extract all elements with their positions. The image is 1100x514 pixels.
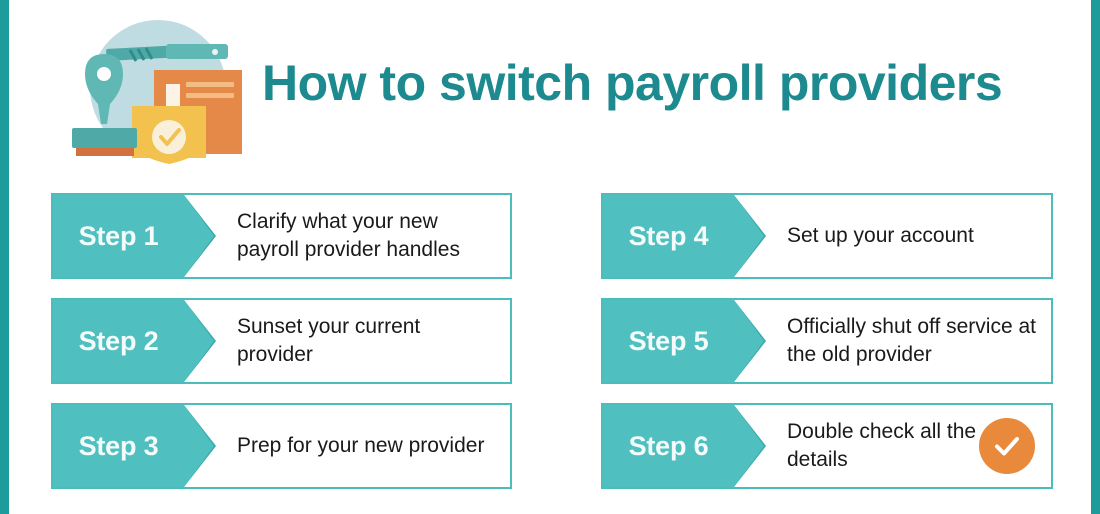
step-card-6[interactable]: Step 6 Double check all the details <box>601 403 1053 489</box>
step-card-1[interactable]: Step 1 Clarify what your new payroll pro… <box>51 193 512 279</box>
steps-grid: Step 1 Clarify what your new payroll pro… <box>51 193 1053 489</box>
left-accent-bar <box>0 0 9 514</box>
step-description: Set up your account <box>787 224 974 248</box>
step-description: Sunset your current provider <box>237 315 421 366</box>
step-body-3: Prep for your new provider <box>184 405 510 487</box>
step-description: Double check all the details <box>787 420 977 471</box>
step-body-6: Double check all the details <box>734 405 1051 487</box>
step-description: Clarify what your new payroll provider h… <box>237 210 460 261</box>
header: How to switch payroll providers <box>40 8 1060 178</box>
step-description: Officially shut off service at the old p… <box>787 315 1036 366</box>
step-tag-label: Step 2 <box>78 325 159 356</box>
step-tag-label: Step 1 <box>78 220 159 251</box>
step-body-4: Set up your account <box>734 195 1051 277</box>
step-body-1: Clarify what your new payroll provider h… <box>184 195 510 277</box>
step-tag-3: Step 3 <box>53 405 184 487</box>
step-tag-4: Step 4 <box>603 195 734 277</box>
step-tag-label: Step 3 <box>78 430 159 461</box>
step-tag-label: Step 6 <box>628 430 709 461</box>
step-tag-6: Step 6 <box>603 405 734 487</box>
page-title: How to switch payroll providers <box>262 55 1003 111</box>
step-tag-1: Step 1 <box>53 195 184 277</box>
step-card-2[interactable]: Step 2 Sunset your current provider <box>51 298 512 384</box>
step-tag-label: Step 4 <box>628 220 709 251</box>
step-description: Prep for your new provider <box>237 434 485 458</box>
step-card-3[interactable]: Step 3 Prep for your new provider <box>51 403 512 489</box>
step-tag-5: Step 5 <box>603 300 734 382</box>
step-card-5[interactable]: Step 5 Officially shut off service at th… <box>601 298 1053 384</box>
step-tag-label: Step 5 <box>628 325 709 356</box>
check-icon <box>979 418 1035 474</box>
step-body-2: Sunset your current provider <box>184 300 510 382</box>
step-card-4[interactable]: Step 4 Set up your account <box>601 193 1053 279</box>
step-tag-2: Step 2 <box>53 300 184 382</box>
step-body-5: Officially shut off service at the old p… <box>734 300 1051 382</box>
payroll-stamp-document-illustration <box>58 16 248 176</box>
right-accent-bar <box>1091 0 1100 514</box>
